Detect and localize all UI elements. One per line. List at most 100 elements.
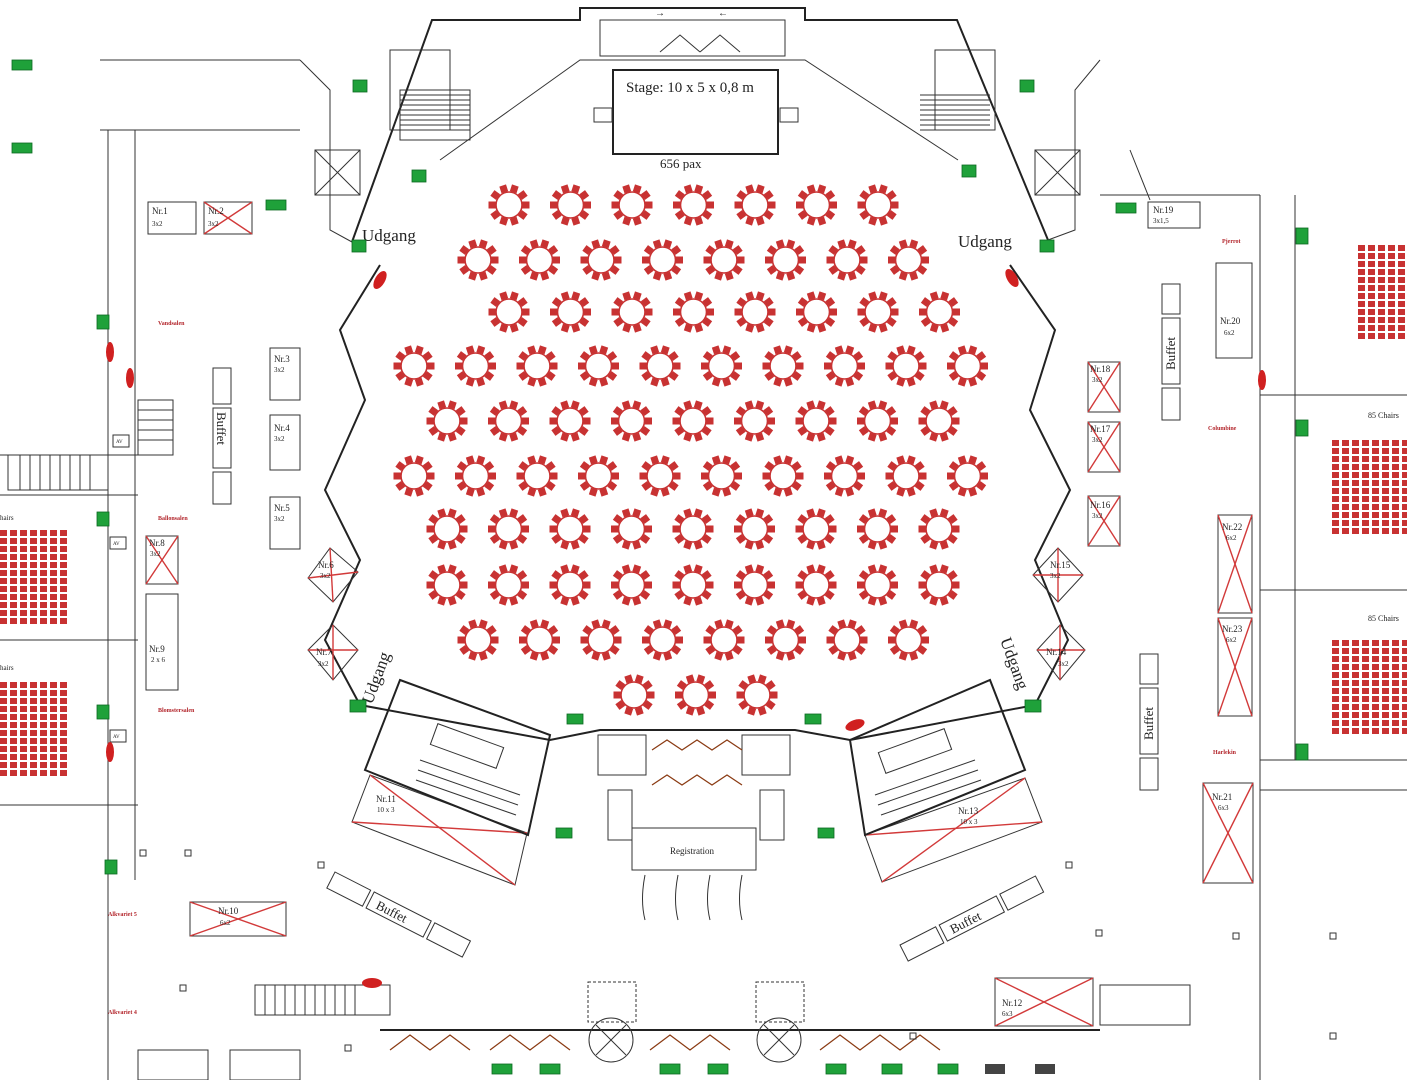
theater-chair [1372,656,1379,662]
theater-chair [0,738,7,744]
theater-chair [1342,480,1349,486]
theater-chair [1362,672,1369,678]
chair [660,345,670,355]
chair [522,581,529,589]
table-top [679,407,707,435]
chair [647,691,655,699]
round-table [795,508,837,550]
chair [527,345,537,355]
chair [621,432,631,442]
chair [755,184,765,194]
chair [762,362,770,370]
booth-nr19-size: 3x1,5 [1153,217,1169,225]
chair [414,487,424,497]
theater-chair [60,698,67,704]
booth-nr7: Nr.7 3x2 [307,624,359,681]
chair [509,564,519,574]
theater-chair [20,602,27,608]
chair [632,291,642,301]
chair [744,432,754,442]
stairwell-bottom-right [848,678,1027,837]
theater-chair [60,722,67,728]
chair [736,691,744,699]
table-top [556,298,585,326]
chair [783,345,793,355]
theater-chair [1402,656,1407,662]
chair [981,472,988,480]
round-table [516,345,558,387]
booth-nr3-size: 3x2 [274,366,285,374]
chair [673,308,680,316]
table-top [864,298,892,326]
round-table [549,564,591,606]
chair [796,201,803,209]
chair [696,674,706,684]
chair [694,323,704,333]
chair [491,256,499,264]
chair [706,525,714,533]
theater-chair [0,690,7,696]
round-table [703,239,745,281]
theater-chair [1382,512,1389,518]
chair [578,362,585,370]
chair [478,619,488,629]
chair [891,308,899,316]
theater-chair [1402,456,1407,462]
theater-chair [1358,317,1365,323]
table-top [802,191,831,219]
booth-nr2-size: 3x2 [208,220,219,228]
chair [468,619,478,629]
theater-chair [30,682,37,688]
booth-nr2-label: Nr.2 [208,206,224,216]
theater-chair [0,618,7,624]
chair [457,256,465,264]
round-table [734,508,775,550]
theater-chair [1358,293,1365,299]
chair [868,184,878,194]
chair [929,291,939,301]
chair [707,308,714,316]
chair [683,216,693,226]
theater-chair [1362,448,1369,454]
chair [786,239,796,249]
chair [509,508,519,518]
chair [476,377,486,387]
round-table [701,345,742,387]
chair [834,455,844,465]
theater-chair [1368,269,1375,275]
table-top [953,462,982,490]
chair [426,417,434,425]
theater-chair [1392,720,1399,726]
chair [465,455,475,465]
chair [560,323,570,333]
table-top [400,462,428,490]
theater-chair [1392,488,1399,494]
table-top [648,626,677,654]
chair [599,377,609,387]
theater-chair [1342,448,1349,454]
chair [447,540,457,550]
chair [427,362,435,370]
theater-chair [1372,640,1379,646]
round-table [736,674,778,716]
theater-chair [1382,664,1389,670]
chair [599,455,609,465]
chair [588,345,598,355]
theater-chair [40,546,47,552]
buffet-bottom-right: Buffet [899,875,1045,962]
theater-chair [1382,728,1389,734]
theater-chair [30,610,37,616]
theater-chair [50,618,57,624]
theater-chair [20,738,27,744]
theater-chair [1362,720,1369,726]
theater-chair [1402,648,1407,654]
chair [683,400,693,410]
chair [537,455,547,465]
chair [768,581,775,589]
chair [560,432,570,442]
chair [499,184,509,194]
chair [621,540,631,550]
chair [891,417,898,425]
chair [703,256,711,264]
theater-chair [30,730,37,736]
